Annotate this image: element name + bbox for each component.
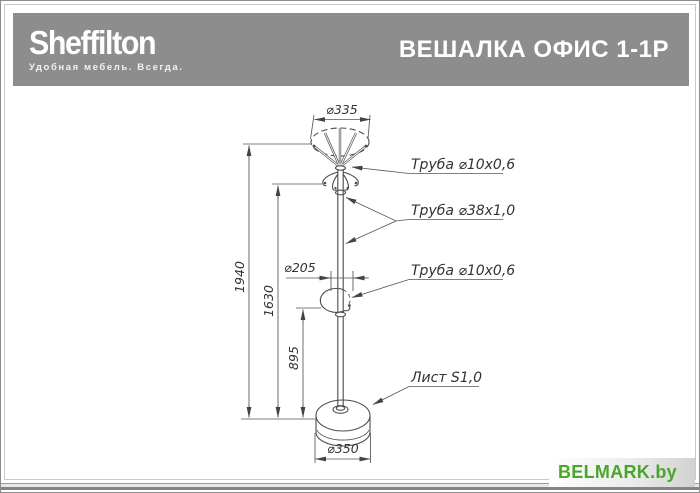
dimension-mid-diameter (286, 271, 369, 291)
dim-hook-height-label: 1630 (261, 285, 276, 317)
dim-base-diameter-label: ⌀350 (327, 441, 358, 456)
callout-base-sheet: Лист S1,0 (410, 370, 482, 386)
dim-mid-diameter-label: ⌀205 (284, 260, 315, 275)
middle-hook-ring (319, 287, 351, 313)
top-hook-arms (312, 128, 368, 168)
top-joint-collar (334, 165, 347, 171)
callout-pole-tube: Труба ⌀38x1,0 (411, 203, 515, 219)
brand-logo: Sheffilton Удобная мебель. Всегда. (29, 26, 183, 73)
upper-small-hooks (322, 171, 359, 191)
dimension-lines (241, 114, 503, 463)
pole-collar-upper (334, 189, 347, 196)
watermark-text: BELMARK.by (558, 462, 677, 482)
pole-collar-mid (334, 311, 347, 318)
coat-rack-outline (310, 127, 371, 447)
dim-ring-height-label: 895 (286, 346, 301, 370)
dimension-top-diameter (310, 114, 371, 140)
callout-leaders (345, 165, 503, 405)
dimension-base-diameter (314, 433, 371, 463)
page-bottom-rule (1, 483, 699, 491)
base (315, 399, 371, 447)
product-title: ВЕШАЛКА ОФИС 1-1Р (398, 35, 669, 63)
dim-total-height-label: 1940 (232, 261, 247, 293)
dim-top-diameter-label: ⌀335 (326, 102, 357, 117)
header-band: Sheffilton Удобная мебель. Всегда. ВЕШАЛ… (13, 13, 689, 86)
drawing-text: ⌀335 1940 1630 895 ⌀205 ⌀350 Труба ⌀10x0… (232, 102, 515, 456)
brand-name: Sheffilton (29, 24, 157, 61)
callout-top-hooks-tube: Труба ⌀10x0,6 (411, 157, 515, 173)
top-hooks-circle (310, 127, 370, 157)
callout-mid-hooks-tube: Труба ⌀10x0,6 (411, 263, 515, 279)
watermark-badge: BELMARK.by (549, 458, 695, 487)
brand-tagline: Удобная мебель. Всегда. (29, 62, 184, 73)
